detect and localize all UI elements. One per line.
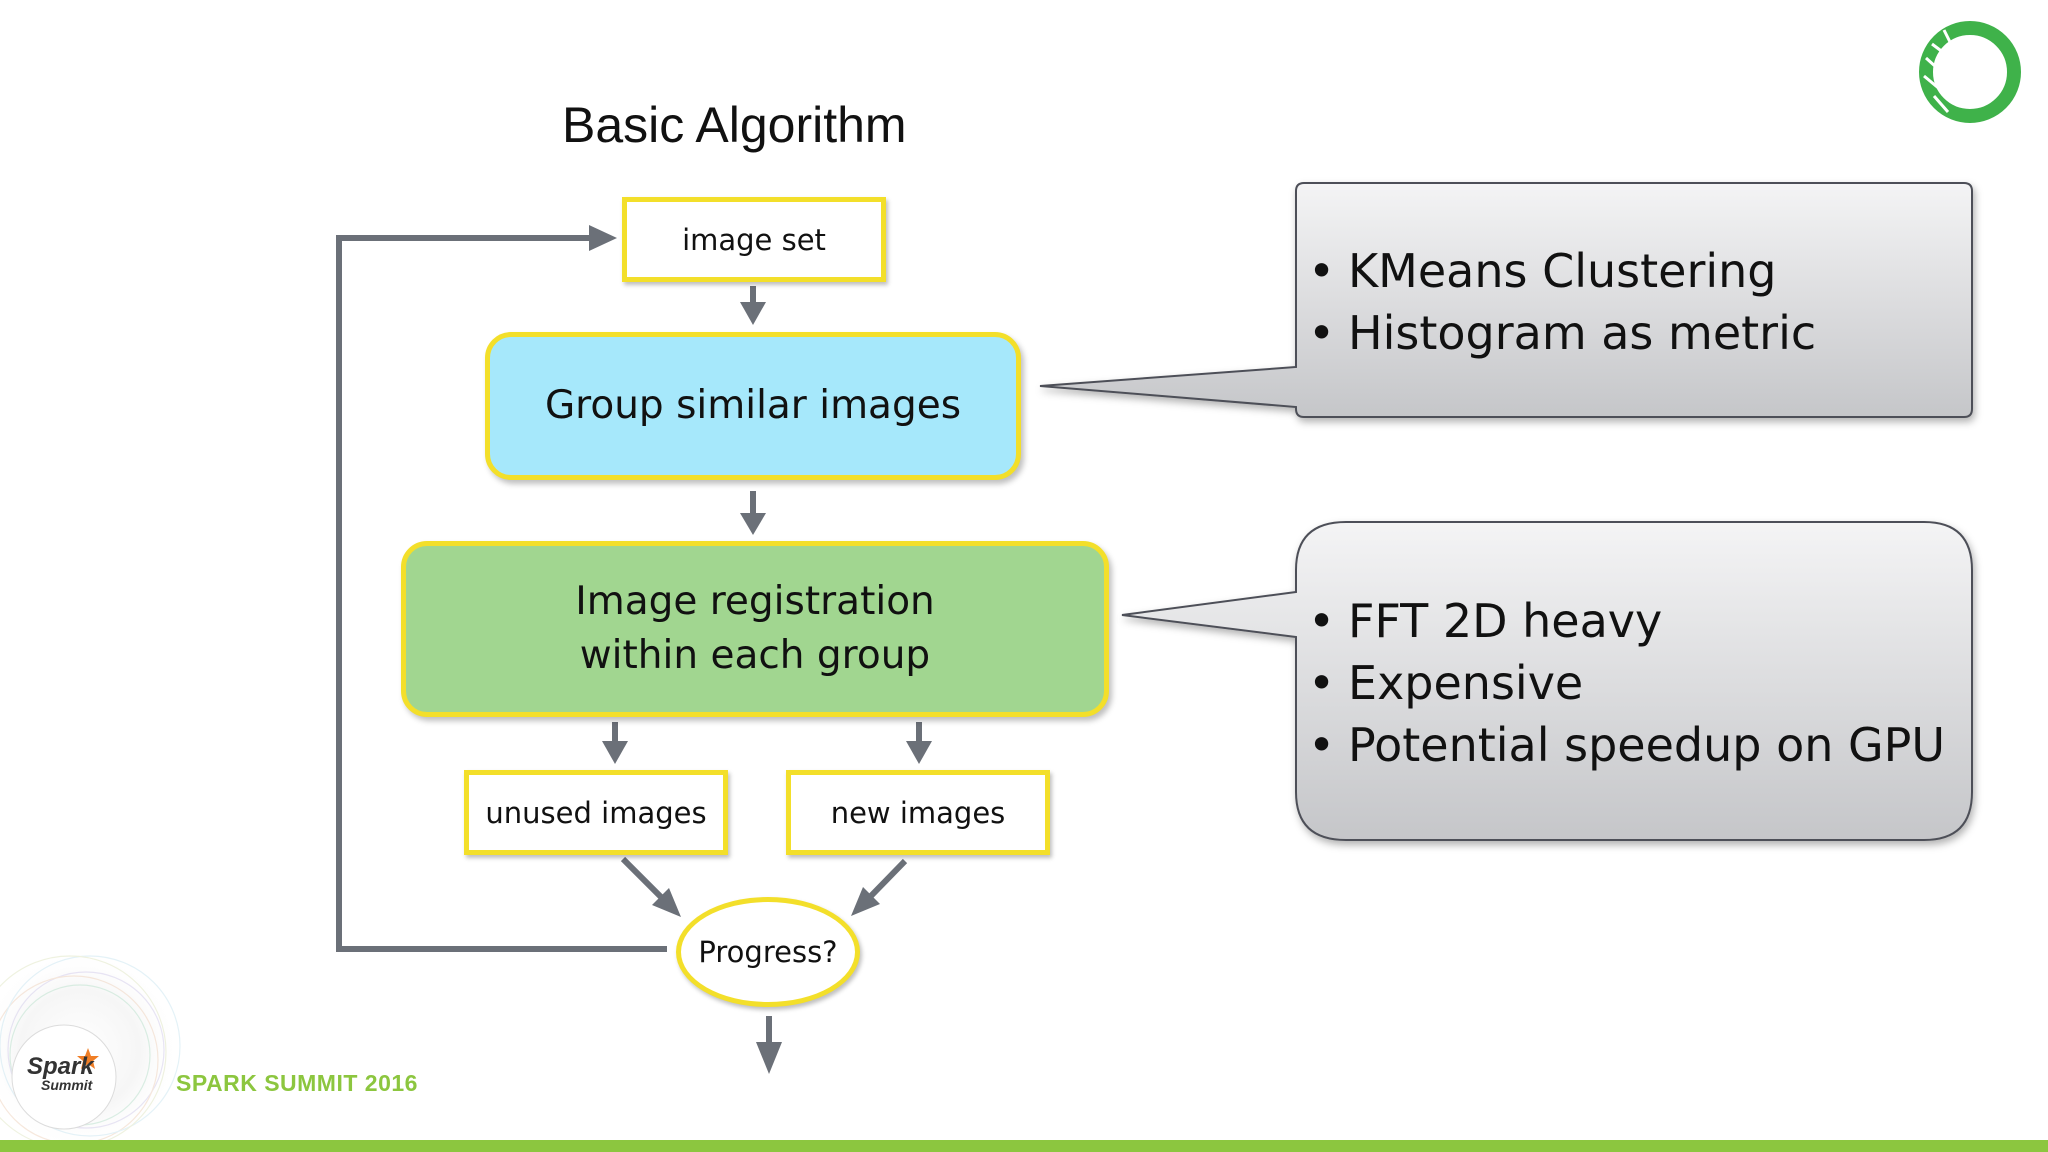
arrow-new-to-progress xyxy=(851,858,908,916)
group-similar-images-box: Group similar images xyxy=(485,332,1021,480)
callout-1-shape xyxy=(1039,182,1973,418)
new-images-box: new images xyxy=(786,770,1050,855)
loop-back-arrowhead xyxy=(589,225,617,251)
callout-1-item: • KMeans Clustering xyxy=(1308,240,1816,302)
image-set-label: image set xyxy=(682,222,826,257)
callout-2-item-text: FFT 2D heavy xyxy=(1348,594,1663,648)
callout-1-item-text: KMeans Clustering xyxy=(1348,244,1777,298)
slide-title: Basic Algorithm xyxy=(562,97,907,153)
logo-line-2: Summit xyxy=(41,1077,93,1093)
bullet: • xyxy=(1308,594,1336,648)
arrow-registration-to-unused xyxy=(602,722,628,764)
bullet: • xyxy=(1308,244,1336,298)
spark-summit-logo-text: Spark Summit xyxy=(27,1053,127,1094)
progress-label: Progress? xyxy=(698,935,838,969)
unused-images-label: unused images xyxy=(485,795,707,830)
logo-line-1: Spark xyxy=(27,1053,94,1080)
spark-summit-logo-icon xyxy=(0,950,181,1150)
ring-logo-icon xyxy=(1919,21,2021,123)
image-registration-box: Image registration within each group xyxy=(401,541,1109,717)
bullet: • xyxy=(1308,718,1336,772)
image-registration-label-line1: Image registration xyxy=(575,579,935,624)
image-set-box: image set xyxy=(622,197,886,282)
loop-back-arrow xyxy=(336,235,667,952)
callout-2-item-text: Expensive xyxy=(1348,656,1584,710)
callout-2-item: • FFT 2D heavy xyxy=(1308,590,1945,652)
callout-1-item: • Histogram as metric xyxy=(1308,302,1816,364)
callout-2-item: • Potential speedup on GPU xyxy=(1308,714,1945,776)
bottom-accent-bar xyxy=(0,1140,2048,1152)
callout-2-item: • Expensive xyxy=(1308,652,1945,714)
callout-2-list: • FFT 2D heavy • Expensive • Potential s… xyxy=(1308,590,1945,776)
callout-2-item-text: Potential speedup on GPU xyxy=(1348,718,1946,772)
bullet: • xyxy=(1308,306,1336,360)
arrow-registration-to-new xyxy=(906,722,932,764)
arrow-group-to-registration xyxy=(740,491,766,535)
unused-images-box: unused images xyxy=(464,770,728,855)
new-images-label: new images xyxy=(830,795,1006,830)
arrow-imageset-to-group xyxy=(740,286,766,325)
callout-1-item-text: Histogram as metric xyxy=(1348,306,1817,360)
group-similar-images-label: Group similar images xyxy=(544,383,962,428)
callout-2-shape xyxy=(1121,521,1973,841)
progress-decision: Progress? xyxy=(676,897,860,1007)
image-registration-label-line2: within each group xyxy=(579,633,931,678)
callout-1-list: • KMeans Clustering • Histogram as metri… xyxy=(1308,240,1816,364)
arrow-unused-to-progress xyxy=(620,856,681,917)
bullet: • xyxy=(1308,656,1336,710)
arrow-progress-out xyxy=(756,1016,782,1074)
footer-event-name: SPARK SUMMIT 2016 xyxy=(176,1070,418,1096)
